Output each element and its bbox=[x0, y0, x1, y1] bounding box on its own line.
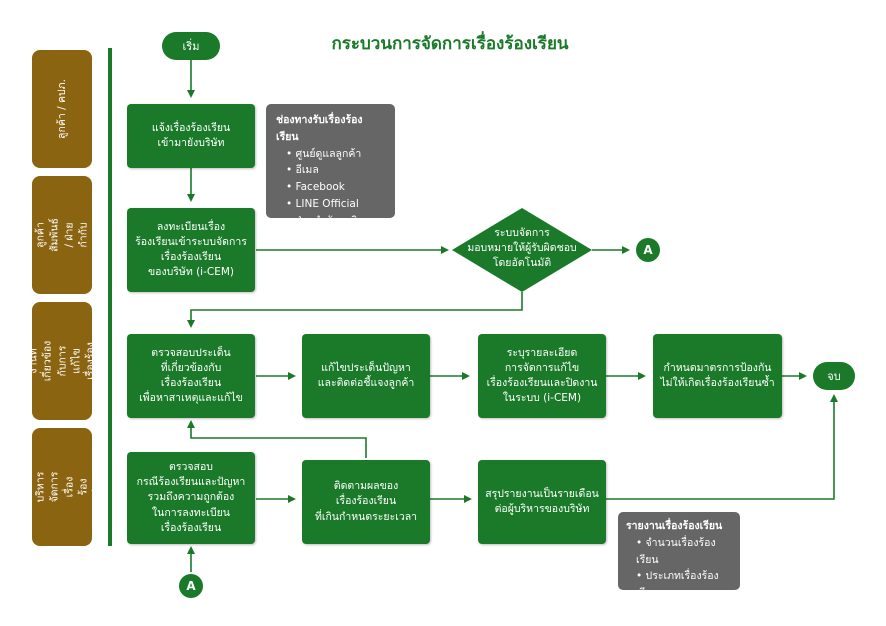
check-complaint-box: ตรวจสอบ กรณีร้องเรียนและปัญหา รวมถึงความ… bbox=[127, 452, 255, 544]
connector-a-out: A bbox=[636, 238, 660, 262]
lane-customer-label: ลูกค้า / คปภ. bbox=[55, 79, 68, 139]
record-closure-box: ระบุรายละเอียด การจัดการแก้ไข เรื่องร้อง… bbox=[478, 334, 606, 418]
channels-heading: ช่องทางรับเรื่องร้องเรียน bbox=[276, 114, 363, 143]
arrow-decision-investigate bbox=[187, 292, 523, 328]
notify-complaint-box: แจ้งเรื่องร้องเรียน เข้ามายังบริษัท bbox=[127, 104, 255, 168]
lane-complaint-team: ทีมบริหารจัดการ เรื่องร้องเรียน bbox=[20, 428, 103, 546]
channel-item: ฝ่ายกำกับธุรกิจ bbox=[286, 213, 385, 230]
lane-divider bbox=[108, 48, 112, 546]
decision-label: ระบบจัดการ มอบหมายให้ผู้รับผิดชอบ โดยอัต… bbox=[467, 227, 577, 270]
channel-item: อีเมล bbox=[286, 162, 385, 179]
report-note: รายงานเรื่องร้องเรียน จำนวนเรื่องร้องเรี… bbox=[618, 512, 740, 616]
investigate-box: ตรวจสอบประเด็น ที่เกี่ยวข้องกับ เรื่องร้… bbox=[127, 334, 255, 418]
prevention-box: กำหนดมาตรการป้องกัน ไม่ให้เกิดเรื่องร้อง… bbox=[653, 334, 782, 418]
channel-item: ศูนย์ดูแลลูกค้า bbox=[286, 146, 385, 163]
lane-customer: ลูกค้า / คปภ. bbox=[32, 50, 92, 168]
connector-a-in: A bbox=[179, 574, 203, 598]
followup-box: ติดตามผลของ เรื่องร้องเรียน ที่เกินกำหนด… bbox=[302, 460, 430, 544]
channel-item: Facebook bbox=[286, 179, 385, 196]
lane-related-units: หน่วยงานที่เกี่ยวข้อง กับการแก้ไข เรื่อง… bbox=[13, 302, 110, 420]
report-heading: รายงานเรื่องร้องเรียน bbox=[626, 520, 723, 532]
fix-issue-box: แก้ไขประเด็นปัญหา และติดต่อชี้แจงลูกค้า bbox=[302, 334, 430, 418]
register-complaint-box: ลงทะเบียนเรื่อง ร้องเรียนเข้าระบบจัดการ … bbox=[127, 208, 255, 292]
channel-item: LINE Official bbox=[286, 196, 385, 213]
start-node: เริ่ม bbox=[162, 32, 220, 60]
report-item: จำนวนเรื่องร้องเรียน bbox=[636, 535, 732, 569]
monthly-summary-box: สรุปรายงานเป็นรายเดือน ต่อผู้บริหารของบร… bbox=[478, 460, 606, 544]
decision-diamond bbox=[452, 208, 592, 292]
lane-related-units-label: หน่วยงานที่เกี่ยวข้อง กับการแก้ไข เรื่อง… bbox=[13, 340, 111, 382]
lane-complaint-team-label: ทีมบริหารจัดการ เรื่องร้องเรียน bbox=[20, 471, 104, 503]
channels-note: ช่องทางรับเรื่องร้องเรียน ศูนย์ดูแลลูกค้… bbox=[266, 104, 395, 227]
lane-customer-relations-label: ฝ่ายลูกค้าสัมพันธ์ / ฝ่ายกำกับธุรกิจ bbox=[20, 218, 104, 252]
arrow-followup-investigate bbox=[187, 420, 367, 458]
diagram-title: กระบวนการจัดการเรื่องร้องเรียน bbox=[331, 34, 569, 54]
report-item: ประเภทเรื่องร้องเรียน bbox=[636, 568, 732, 602]
report-item: สถานะการปิดเคส bbox=[636, 602, 732, 619]
lane-customer-relations: ฝ่ายลูกค้าสัมพันธ์ / ฝ่ายกำกับธุรกิจ bbox=[20, 176, 103, 294]
end-node: จบ bbox=[813, 362, 855, 390]
arrow-summary-end bbox=[606, 394, 838, 500]
